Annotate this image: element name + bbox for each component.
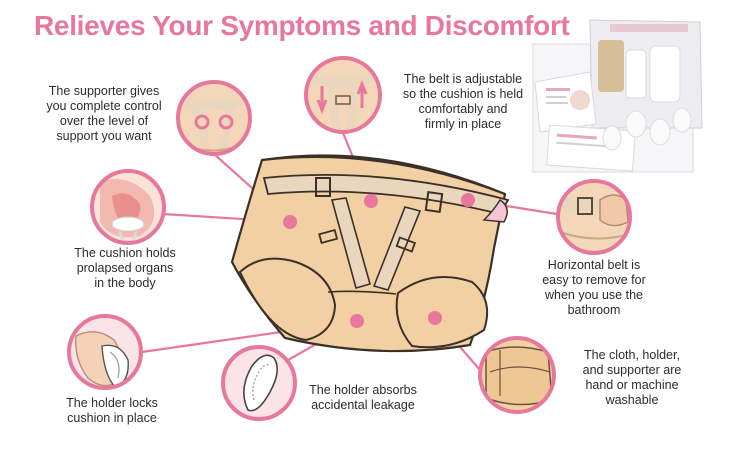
caption-line: The holder absorbs xyxy=(309,383,417,397)
caption-washable: The cloth, holder, and supporter are han… xyxy=(562,348,702,408)
caption-line: and supporter are xyxy=(582,363,682,377)
caption-cushion: The cushion holds prolapsed organs in th… xyxy=(60,246,190,291)
caption-line: you complete control xyxy=(46,99,162,113)
caption-line: The cushion holds xyxy=(74,246,176,260)
supporter-detail-icon xyxy=(176,80,252,156)
prolapse-cushion-icon xyxy=(90,169,166,245)
caption-absorbs: The holder absorbs accidental leakage xyxy=(298,383,428,413)
hand-holder-icon xyxy=(67,314,143,390)
caption-line: Horizontal belt is xyxy=(547,258,641,272)
caption-line: The belt is adjustable xyxy=(403,72,523,86)
caption-line: prolapsed organs xyxy=(76,261,174,275)
caption-line: hand or machine xyxy=(585,378,679,392)
caption-line: when you use the xyxy=(545,288,643,302)
page-title: Relieves Your Symptoms and Discomfort xyxy=(34,10,570,41)
caption-horizontal: Horizontal belt is easy to remove for wh… xyxy=(522,258,666,318)
caption-line: The holder locks xyxy=(66,396,158,410)
caption-line: accidental leakage xyxy=(311,398,415,412)
product-package-icon xyxy=(532,19,703,173)
caption-line: bathroom xyxy=(567,303,621,317)
caption-line: firmly in place xyxy=(424,117,502,131)
cloth-fabric-icon xyxy=(478,336,556,414)
caption-line: The cloth, holder, xyxy=(584,348,680,362)
callout-dots xyxy=(283,193,475,328)
caption-line: in the body xyxy=(94,276,156,290)
caption-line: easy to remove for xyxy=(542,273,646,287)
caption-supporter: The supporter gives you complete control… xyxy=(28,84,180,144)
caption-line: cushion in place xyxy=(67,411,157,425)
support-garment xyxy=(230,154,510,353)
caption-belt: The belt is adjustable so the cushion is… xyxy=(388,72,538,132)
horizontal-belt-icon xyxy=(556,179,632,255)
belt-adjuster-icon xyxy=(304,56,382,134)
caption-line: over the level of xyxy=(59,114,149,128)
caption-locks: The holder locks cushion in place xyxy=(50,396,174,426)
caption-line: washable xyxy=(605,393,659,407)
caption-line: The supporter gives xyxy=(48,84,160,98)
caption-line: so the cushion is held xyxy=(402,87,524,101)
pad-holder-icon xyxy=(221,345,297,421)
caption-line: support you want xyxy=(56,129,152,143)
caption-line: comfortably and xyxy=(418,102,508,116)
